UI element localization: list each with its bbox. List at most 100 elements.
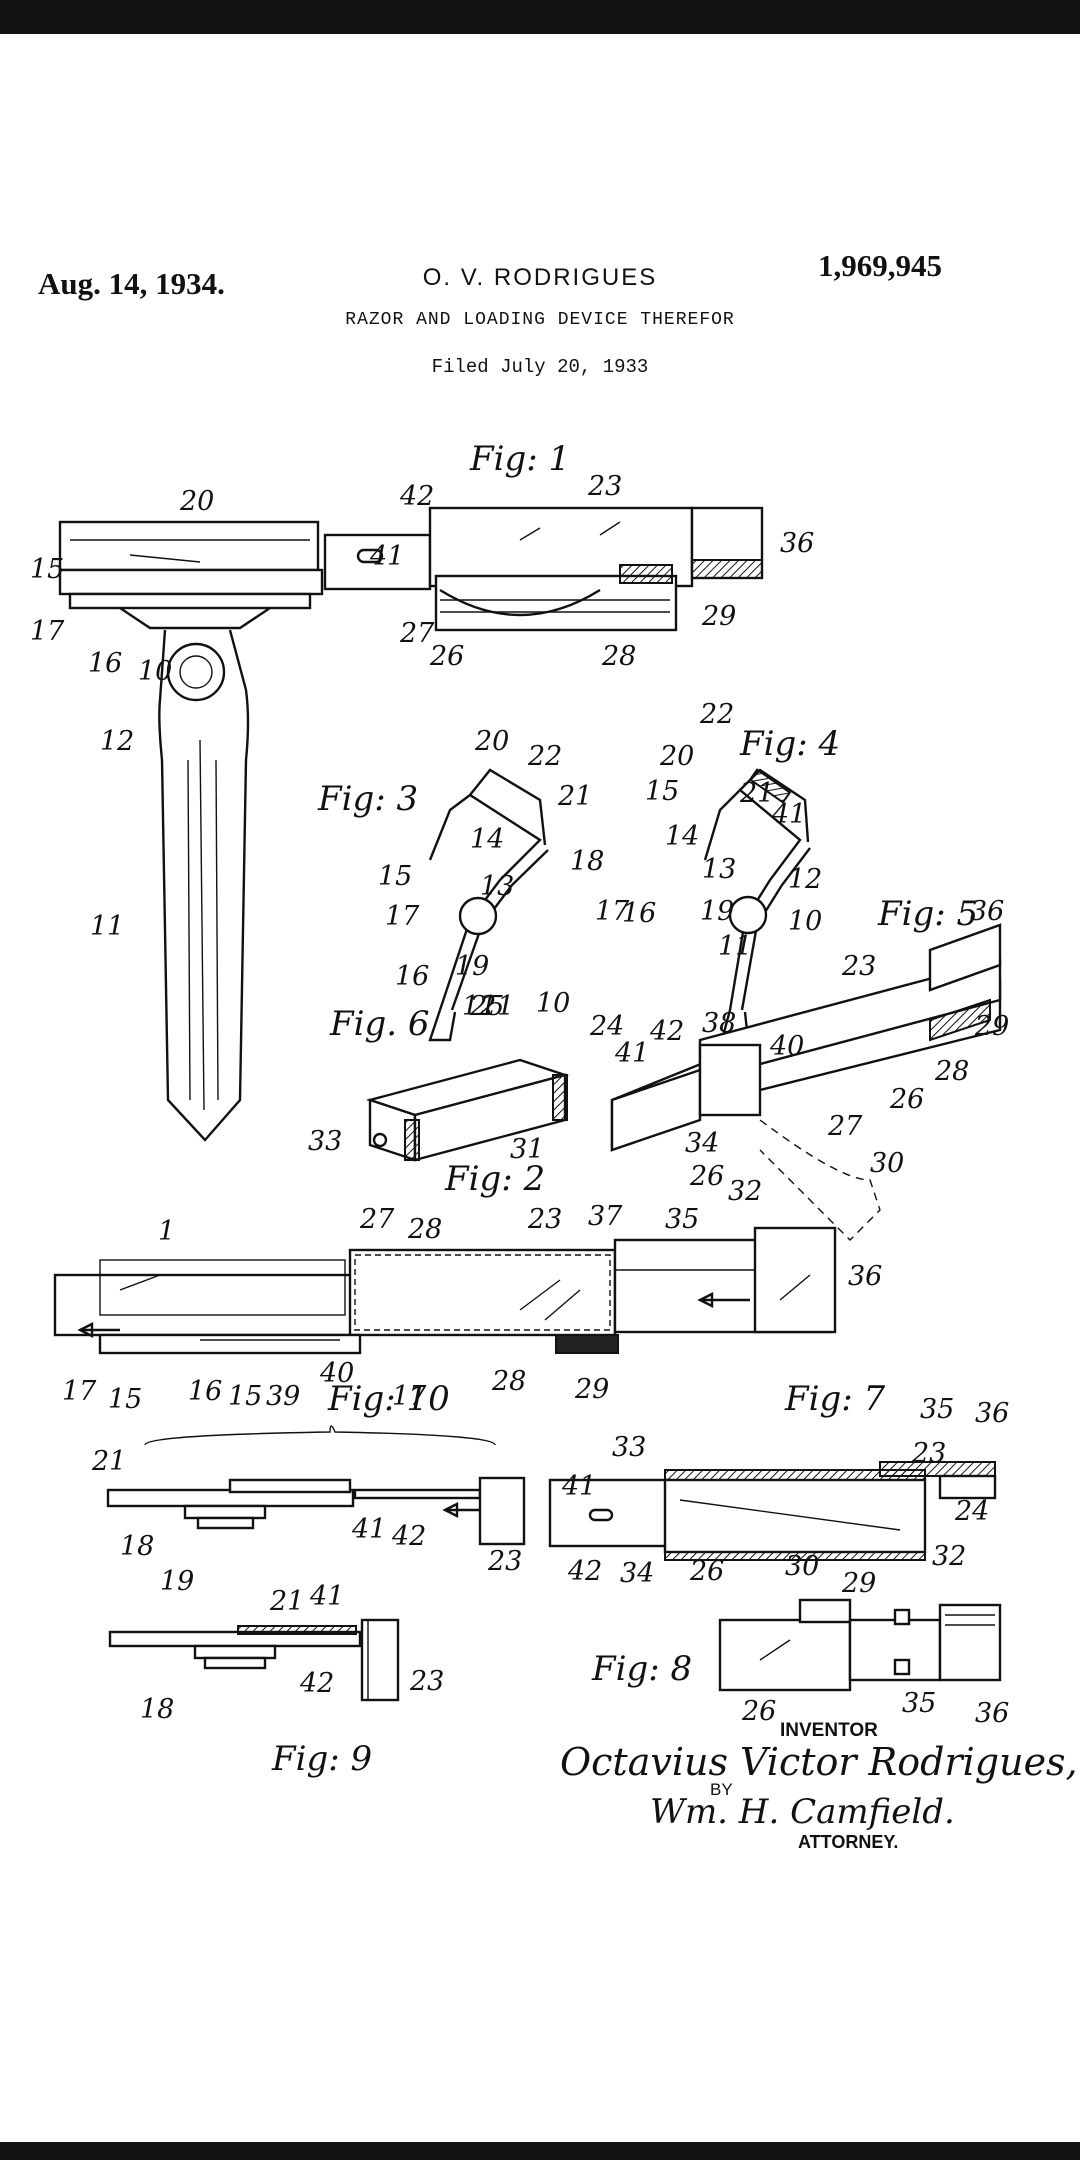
ref-numeral: 20 bbox=[659, 741, 694, 772]
inventor-label: INVENTOR bbox=[780, 1720, 878, 1741]
fig-5-label: Fig: 5 bbox=[877, 894, 978, 934]
ref-numeral: 41 bbox=[614, 1038, 649, 1069]
ref-numeral: 26 bbox=[429, 641, 464, 672]
ref-numeral: 10 bbox=[536, 988, 570, 1019]
ref-numeral: 1 bbox=[158, 1216, 175, 1247]
fig-10-reference-numerals: 21 18 19 41 42 23 bbox=[91, 1446, 522, 1597]
fig-3-label: Fig: 3 bbox=[317, 779, 418, 819]
figure-8-drawing bbox=[718, 1598, 1002, 1692]
ref-numeral: 42 bbox=[391, 1521, 426, 1552]
ref-numeral: 12 bbox=[100, 726, 134, 757]
figure-2-drawing bbox=[53, 1226, 837, 1355]
ref-numeral: 21 bbox=[91, 1446, 126, 1477]
ref-numeral: 42 bbox=[649, 1016, 684, 1047]
ref-numeral: 22 bbox=[527, 741, 562, 772]
ref-numeral: 37 bbox=[588, 1201, 623, 1232]
ref-numeral: 23 bbox=[409, 1666, 444, 1697]
ref-numeral: 13 bbox=[702, 854, 736, 885]
ref-numeral: 36 bbox=[780, 528, 814, 559]
ref-numeral: 24 bbox=[954, 1496, 989, 1527]
ref-numeral: 19 bbox=[455, 951, 489, 982]
ref-numeral: 24 bbox=[589, 1011, 624, 1042]
figure-9-drawing bbox=[108, 1618, 400, 1702]
ref-numeral: 27 bbox=[359, 1204, 395, 1235]
ref-numeral: 19 bbox=[160, 1566, 194, 1597]
ref-numeral: 41 bbox=[369, 541, 404, 572]
fig-9-label: Fig: 9 bbox=[271, 1739, 372, 1779]
ref-numeral: 40 bbox=[319, 1358, 354, 1389]
figure-7-drawing bbox=[548, 1461, 997, 1561]
ref-numeral: 35 bbox=[902, 1688, 936, 1719]
top-border bbox=[0, 0, 1080, 34]
ref-numeral: 15 bbox=[645, 776, 679, 807]
ref-numeral: 23 bbox=[911, 1438, 946, 1469]
ref-numeral: 19 bbox=[700, 896, 734, 927]
ref-numeral: 17 bbox=[62, 1376, 97, 1407]
attorney-signature: Wm. H. Camfield. bbox=[650, 1792, 955, 1832]
ref-numeral: 23 bbox=[587, 471, 622, 502]
ref-numeral: 41 bbox=[351, 1514, 386, 1545]
ref-numeral: 34 bbox=[620, 1558, 654, 1589]
fig-10-label: Fig: 10 bbox=[327, 1379, 450, 1419]
fig-2-reference-numerals: 1 27 28 23 37 35 36 17 15 16 15 39 40 17… bbox=[62, 1201, 882, 1415]
ref-numeral: 35 bbox=[665, 1204, 699, 1235]
ref-numeral: 36 bbox=[848, 1261, 882, 1292]
ref-numeral: 15 bbox=[378, 861, 412, 892]
ref-numeral: 40 bbox=[769, 1031, 804, 1062]
ref-numeral: 32 bbox=[932, 1541, 966, 1572]
ref-numeral: 15 bbox=[228, 1381, 262, 1412]
ref-numeral: 18 bbox=[120, 1531, 154, 1562]
ref-numeral: 25 bbox=[469, 991, 504, 1022]
ref-numeral: 29 bbox=[574, 1374, 609, 1405]
ref-numeral: 36 bbox=[975, 1398, 1009, 1429]
ref-numeral: 41 bbox=[309, 1581, 344, 1612]
ref-numeral: 31 bbox=[510, 1134, 544, 1165]
ref-numeral: 10 bbox=[138, 656, 172, 687]
ref-numeral: 11 bbox=[90, 911, 124, 942]
figure-4-drawing bbox=[703, 768, 811, 1042]
ref-numeral: 28 bbox=[491, 1366, 526, 1397]
fig-9-reference-numerals: 21 41 18 42 23 bbox=[140, 1581, 444, 1725]
ref-numeral: 33 bbox=[308, 1126, 342, 1157]
by-label: BY bbox=[710, 1780, 733, 1799]
ref-numeral: 29 bbox=[701, 601, 736, 632]
fig-4-label: Fig: 4 bbox=[739, 724, 840, 764]
figure-3-drawing bbox=[428, 768, 549, 1042]
ref-numeral: 16 bbox=[188, 1376, 222, 1407]
ref-numeral: 20 bbox=[179, 486, 214, 517]
ref-numeral: 15 bbox=[30, 554, 64, 585]
fig-7-reference-numerals: 35 36 33 23 41 24 42 34 26 30 32 bbox=[561, 1394, 1009, 1589]
ref-numeral: 21 bbox=[739, 778, 774, 809]
ref-numeral: 29 bbox=[974, 1011, 1009, 1042]
inventor-signature: Octavius Victor Rodrigues, bbox=[560, 1740, 1078, 1784]
ref-numeral: 29 bbox=[841, 1568, 876, 1599]
ref-numeral: 20 bbox=[474, 726, 509, 757]
ref-numeral: 23 bbox=[527, 1204, 562, 1235]
figure-1-drawing bbox=[58, 506, 764, 1142]
ref-numeral: 18 bbox=[140, 1694, 174, 1725]
ref-numeral: 26 bbox=[689, 1161, 724, 1192]
ref-numeral: 26 bbox=[741, 1696, 776, 1727]
fig-7-label: Fig: 7 bbox=[784, 1379, 885, 1419]
ref-numeral: 26 bbox=[689, 1556, 724, 1587]
ref-numeral: 28 bbox=[407, 1214, 442, 1245]
ref-numeral: 18 bbox=[570, 846, 604, 877]
ref-numeral: 30 bbox=[870, 1148, 904, 1179]
inventor-heading: O. V. RODRIGUES bbox=[422, 264, 658, 291]
ref-numeral: 42 bbox=[567, 1556, 602, 1587]
fig-8-reference-numerals: 29 26 35 36 bbox=[741, 1568, 1009, 1729]
figure-6-drawing bbox=[365, 1058, 570, 1162]
fig-5-reference-numerals: 36 23 29 28 42 38 40 41 26 34 27 26 32 3… bbox=[614, 896, 1009, 1207]
ref-numeral: 33 bbox=[612, 1432, 646, 1463]
ref-numeral: 16 bbox=[88, 648, 122, 679]
patent-title: RAZOR AND LOADING DEVICE THEREFOR bbox=[345, 310, 735, 330]
ref-numeral: 35 bbox=[920, 1394, 954, 1425]
ref-numeral: 27 bbox=[827, 1111, 863, 1142]
fig-6-reference-numerals: 25 24 31 33 bbox=[308, 991, 624, 1165]
ref-numeral: 17 bbox=[392, 1381, 427, 1412]
ref-numeral: 21 bbox=[557, 781, 592, 812]
ref-numeral: 28 bbox=[601, 641, 636, 672]
ref-numeral: 38 bbox=[702, 1008, 736, 1039]
ref-numeral: 13 bbox=[480, 871, 514, 902]
